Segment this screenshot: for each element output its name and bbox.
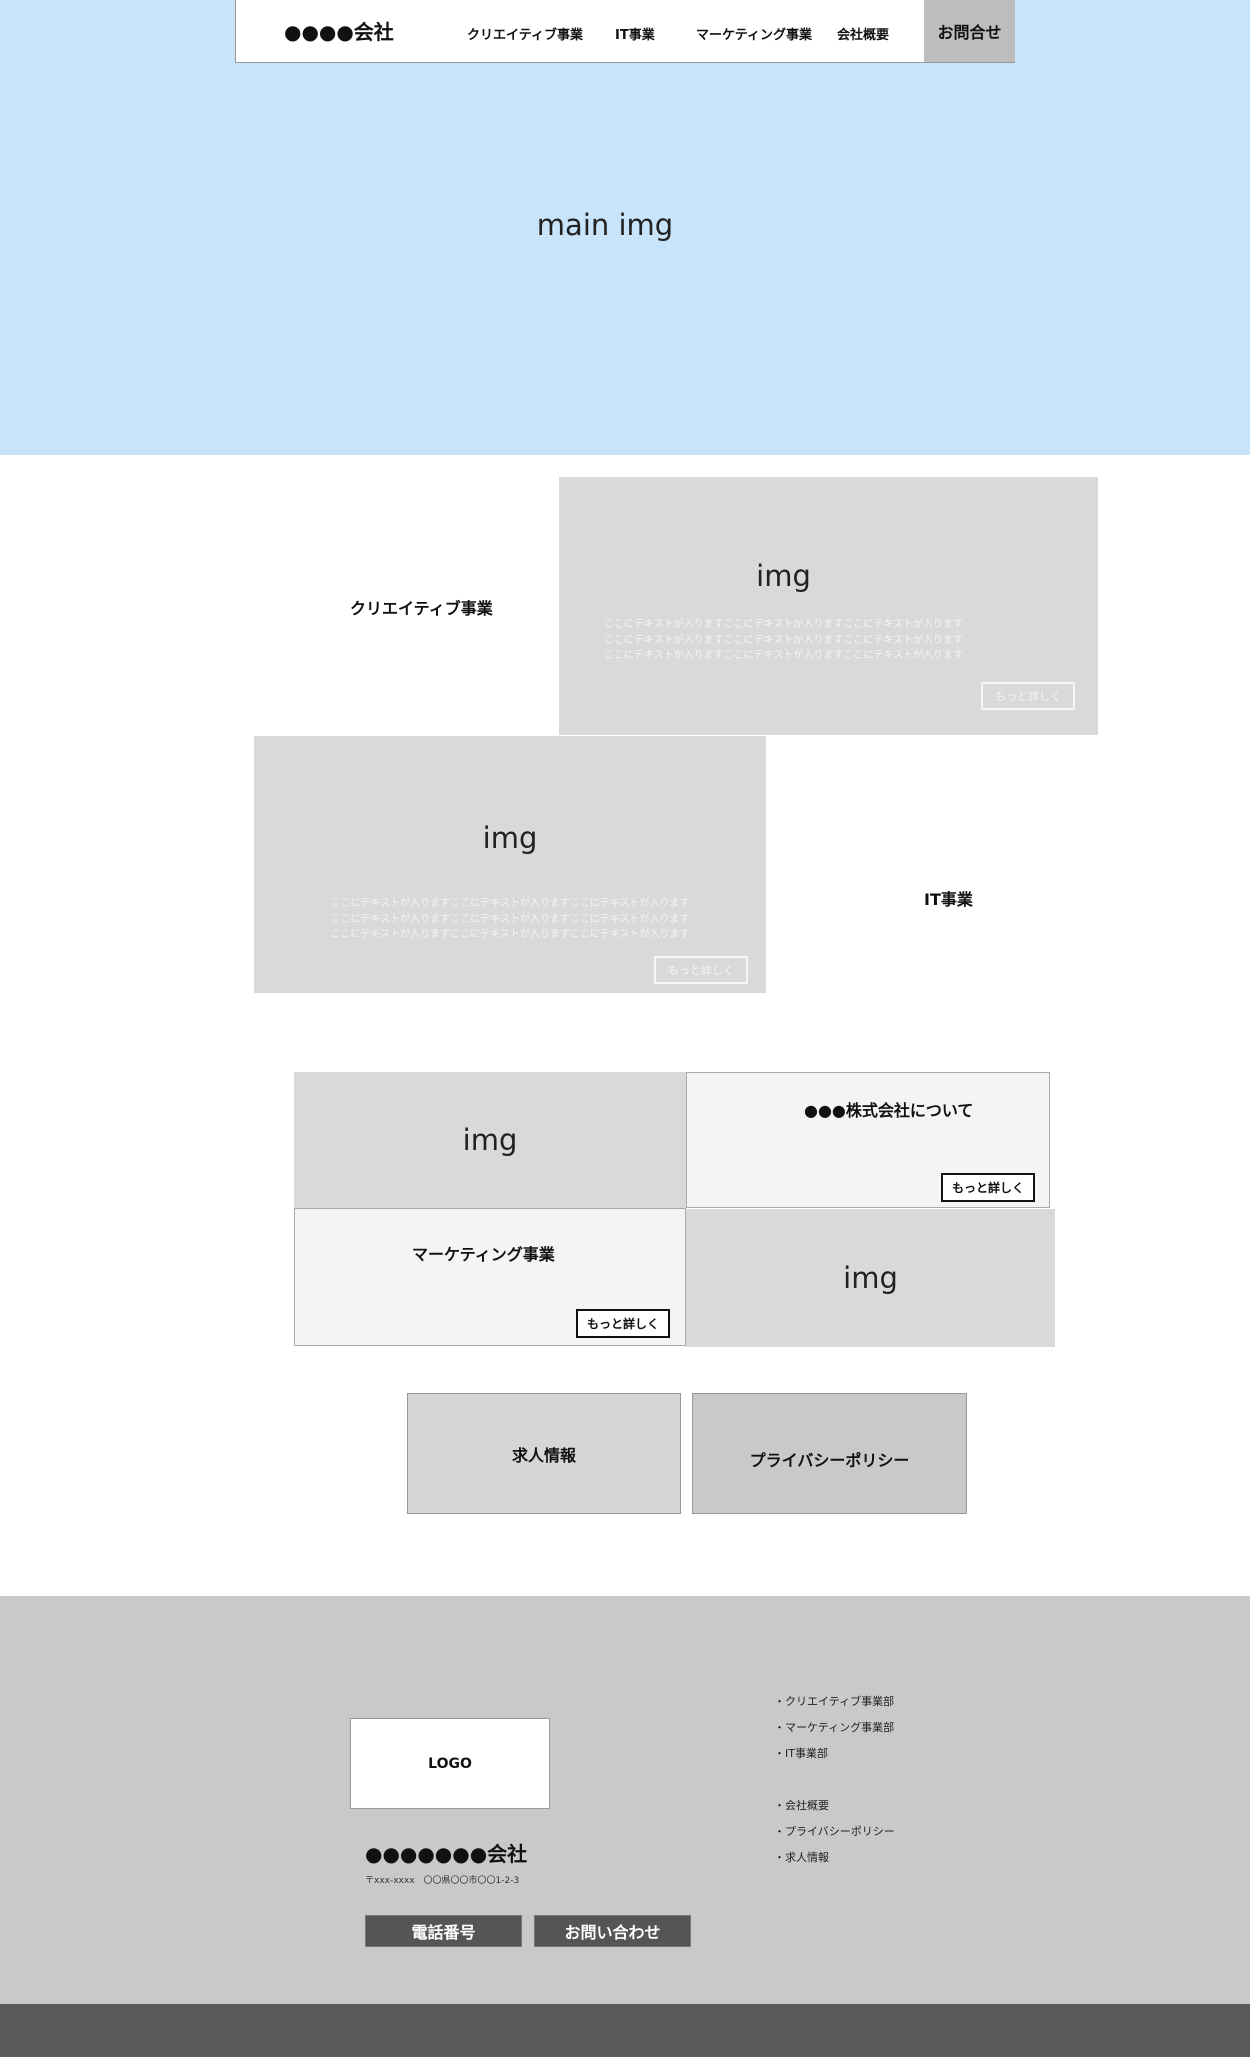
nav-it[interactable]: IT事業: [615, 28, 655, 43]
text-line: ここにテキストが入りますここにテキストが入りますここにテキストが入ります: [603, 619, 964, 630]
it-title: IT事業: [924, 890, 973, 909]
footer-link-company[interactable]: ・会社概要: [774, 1799, 829, 1812]
creative-title: クリエイティブ事業: [350, 599, 493, 618]
it-card: img ここにテキストが入りますここにテキストが入りますここにテキストが入ります…: [254, 736, 766, 993]
phone-button[interactable]: 電話番号: [365, 1915, 522, 1947]
nav-marketing[interactable]: マーケティング事業: [696, 28, 812, 43]
it-img-label: img: [482, 821, 538, 855]
privacy-button[interactable]: プライバシーポリシー: [692, 1393, 967, 1514]
footer-bottom-bar: [0, 2004, 1250, 2057]
about-panel: ●●●株式会社について もっと詳しく: [686, 1072, 1050, 1208]
footer-contact-button[interactable]: お問い合わせ: [534, 1915, 691, 1947]
header: ●●●●会社 クリエイティブ事業 IT事業 マーケティング事業 会社概要 お問合…: [235, 0, 1015, 63]
about-more-button[interactable]: もっと詳しく: [941, 1173, 1035, 1202]
hero-main-image: main img: [0, 0, 1250, 455]
recruit-button[interactable]: 求人情報: [407, 1393, 681, 1514]
marketing-more-button[interactable]: もっと詳しく: [576, 1309, 670, 1338]
it-more-button[interactable]: もっと詳しく: [654, 956, 748, 984]
text-line: ここにテキストが入りますここにテキストが入りますここにテキストが入ります: [330, 929, 690, 940]
it-text: ここにテキストが入りますここにテキストが入りますここにテキストが入ります ここに…: [254, 896, 766, 943]
creative-img-label: img: [756, 559, 811, 593]
creative-text: ここにテキストが入りますここにテキストが入りますここにテキストが入ります ここに…: [469, 617, 1098, 664]
nav-company[interactable]: 会社概要: [837, 28, 890, 43]
about-title: ●●●株式会社について: [804, 1101, 974, 1120]
nav-creative[interactable]: クリエイティブ事業: [467, 28, 583, 43]
footer-link-marketing[interactable]: ・マーケティング事業部: [774, 1721, 895, 1734]
footer-link-it[interactable]: ・IT事業部: [774, 1747, 828, 1760]
footer-link-recruit[interactable]: ・求人情報: [774, 1851, 829, 1864]
grid-image-2: img: [686, 1209, 1055, 1347]
creative-more-button[interactable]: もっと詳しく: [981, 682, 1075, 710]
footer-link-privacy[interactable]: ・プライバシーポリシー: [774, 1825, 895, 1838]
text-line: ここにテキストが入りますここにテキストが入りますここにテキストが入ります: [603, 650, 964, 661]
contact-button[interactable]: お問合せ: [924, 0, 1015, 62]
marketing-panel: マーケティング事業 もっと詳しく: [294, 1208, 686, 1346]
text-line: ここにテキストが入りますここにテキストが入りますここにテキストが入ります: [603, 634, 964, 646]
marketing-title: マーケティング事業: [412, 1245, 555, 1264]
footer-address: 〒xxx-xxxx 〇〇県〇〇市〇〇1-2-3: [365, 1876, 520, 1886]
footer-link-creative[interactable]: ・クリエイティブ事業部: [774, 1695, 895, 1708]
text-line: ここにテキストが入りますここにテキストが入りますここにテキストが入ります: [330, 898, 690, 909]
text-line: ここにテキストが入りますここにテキストが入りますここにテキストが入ります: [330, 913, 690, 925]
grid-image-1: img: [294, 1072, 686, 1208]
footer-logo: LOGO: [350, 1718, 550, 1809]
hero-label: main img: [536, 208, 674, 242]
footer-company-name: ●●●●●●●会社: [365, 1842, 528, 1866]
site-logo[interactable]: ●●●●会社: [284, 20, 394, 44]
creative-card: img ここにテキストが入りますここにテキストが入りますここにテキストが入ります…: [559, 477, 1098, 735]
